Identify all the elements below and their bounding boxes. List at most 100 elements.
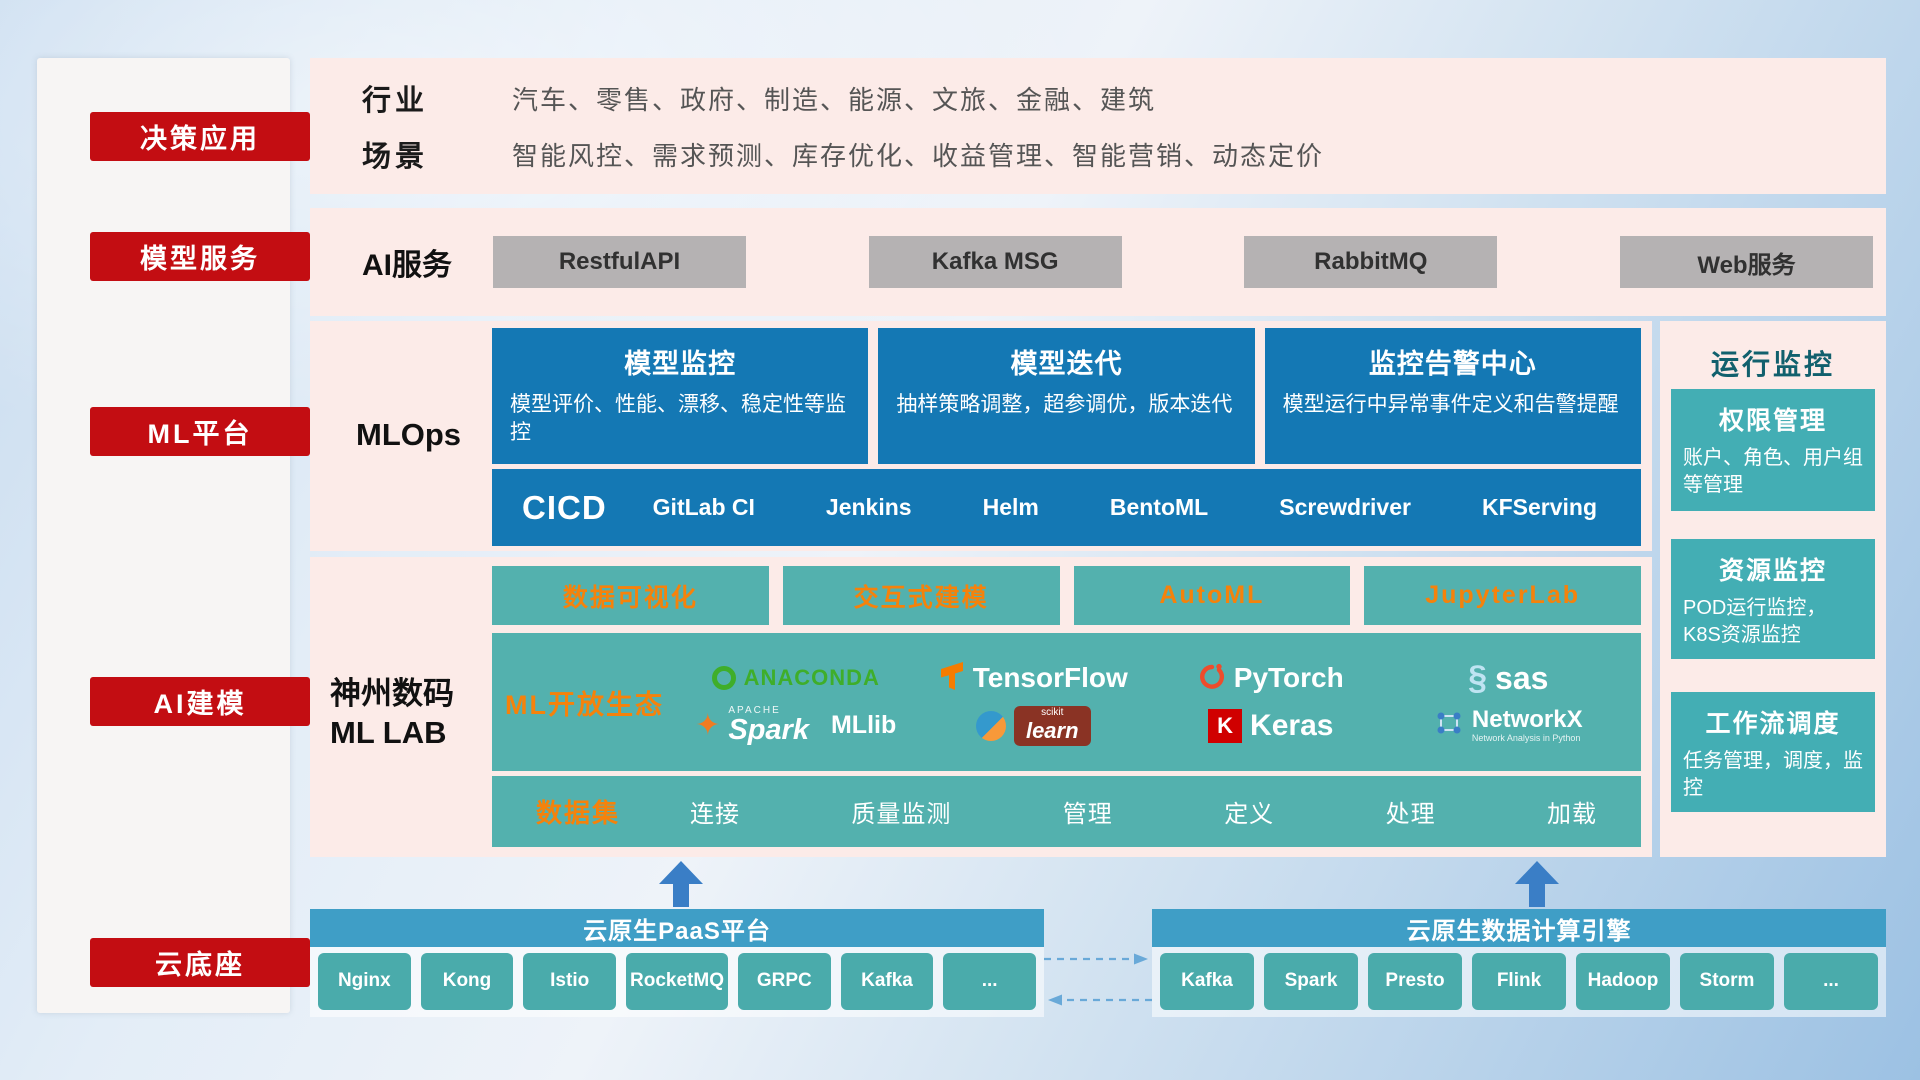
dataset-define: 定义 xyxy=(1224,801,1275,828)
card-desc: 模型评价、性能、漂移、稳定性等监控 xyxy=(510,393,846,445)
spark-star-icon: ✦ xyxy=(695,708,721,742)
engine-chips: Kafka Spark Presto Flink Hadoop Storm ..… xyxy=(1160,953,1878,1010)
service-restfulapi: RestfulAPI xyxy=(493,236,746,288)
dataset-connect: 连接 xyxy=(690,801,741,828)
card-desc: 抽样策略调整，超参调优，版本迭代 xyxy=(896,393,1233,416)
dataset-row: 数据集 连接 质量监测 管理 定义 处理 加载 xyxy=(492,776,1641,847)
operation-monitor-panel: 运行监控 权限管理 账户、角色、用户组等管理 资源监控 POD运行监控，K8S资… xyxy=(1660,321,1886,857)
pytorch-logo: PyTorch xyxy=(1152,662,1390,695)
sas-wordmark: sas xyxy=(1495,659,1549,696)
layer-ml-platform: ML平台 xyxy=(90,407,310,456)
tool-data-visualization: 数据可视化 xyxy=(492,566,769,625)
card-title: 模型迭代 xyxy=(1010,349,1123,379)
pytorch-icon xyxy=(1198,662,1226,695)
chip-spark: Spark xyxy=(1264,953,1358,1010)
up-arrow-paas xyxy=(659,861,703,907)
cicd-jenkins: Jenkins xyxy=(825,494,912,520)
chip-istio: Istio xyxy=(523,953,617,1010)
up-arrow-engine xyxy=(1515,861,1559,907)
scikit-sup-text: scikit xyxy=(1041,706,1064,718)
spark-wordmark: Spark xyxy=(728,714,809,746)
scikit-circle-icon xyxy=(975,710,1006,741)
ml-ecosystem-box: ML开放生态 ANACONDA TensorFlow PyTorch xyxy=(492,633,1641,771)
chip-more: ... xyxy=(943,953,1036,1010)
anaconda-logo: ANACONDA xyxy=(677,665,915,691)
industry-list: 汽车、零售、政府、制造、能源、文旅、金融、建筑 xyxy=(512,84,1157,115)
dataset-quality: 质量监测 xyxy=(851,801,952,828)
cicd-kfserving: KFServing xyxy=(1481,494,1597,520)
mllab-panel: 神州数码 ML LAB 数据可视化 交互式建模 AutoML JupyterLa… xyxy=(310,557,1652,857)
mlops-label: MLOps xyxy=(356,417,462,452)
chip-more: ... xyxy=(1784,953,1878,1010)
arrow-head xyxy=(1515,861,1559,884)
card-title: 模型监控 xyxy=(624,349,737,379)
spark-apache-text: APACHE xyxy=(728,705,781,716)
tensorflow-logo: TensorFlow xyxy=(915,661,1153,695)
cicd-bar: CICD GitLab CI Jenkins Helm BentoML Scre… xyxy=(492,469,1641,546)
chip-flink: Flink xyxy=(1472,953,1566,1010)
card-resource-monitor: 资源监控 POD运行监控，K8S资源监控 xyxy=(1671,539,1875,659)
cicd-bentoml: BentoML xyxy=(1109,494,1209,520)
industry-label: 行业 xyxy=(362,85,429,117)
chip-kafka: Kafka xyxy=(840,953,934,1010)
service-web: Web服务 xyxy=(1619,236,1873,288)
mllab-tools: 数据可视化 交互式建模 AutoML JupyterLab xyxy=(492,566,1641,625)
scene-label: 场景 xyxy=(362,141,429,173)
layer-cloud-base: 云底座 xyxy=(90,938,310,987)
card-model-iteration: 模型迭代 抽样策略调整，超参调优，版本迭代 xyxy=(878,328,1255,464)
layer-ai-modeling: AI建模 xyxy=(90,677,310,726)
networkx-logo: NetworkX Network Analysis in Python xyxy=(1390,706,1628,743)
sas-swirl-icon: § xyxy=(1468,658,1488,697)
tool-interactive-modeling: 交互式建模 xyxy=(782,566,1060,625)
card-desc: 模型运行中异常事件定义和告警提醒 xyxy=(1282,393,1619,416)
tensorflow-icon xyxy=(939,661,965,695)
industry-scene-panel: 行业 汽车、零售、政府、制造、能源、文旅、金融、建筑 场景 智能风控、需求预测、… xyxy=(310,58,1886,194)
engine-header: 云原生数据计算引擎 xyxy=(1152,909,1886,947)
industry-line: 行业 汽车、零售、政府、制造、能源、文旅、金融、建筑 xyxy=(362,77,1886,119)
card-title: 权限管理 xyxy=(1718,407,1827,435)
spark-mllib-logo: ✦ APACHE Spark MLlib xyxy=(677,706,915,745)
chip-rocketmq: RocketMQ xyxy=(626,953,728,1010)
card-title: 资源监控 xyxy=(1718,557,1827,585)
arrow-shaft xyxy=(1529,884,1545,907)
chip-hadoop: Hadoop xyxy=(1576,953,1670,1010)
card-desc: 任务管理，调度，监控 xyxy=(1683,750,1863,799)
paas-header: 云原生PaaS平台 xyxy=(310,909,1044,947)
chip-storm: Storm xyxy=(1680,953,1774,1010)
layer-model-service: 模型服务 xyxy=(90,232,310,281)
dataset-items: 连接 质量监测 管理 定义 处理 加载 xyxy=(690,794,1597,829)
keras-logo: K Keras xyxy=(1152,708,1390,743)
dataset-manage: 管理 xyxy=(1062,801,1113,828)
keras-k-icon: K xyxy=(1208,708,1243,743)
card-permission-mgmt: 权限管理 账户、角色、用户组等管理 xyxy=(1671,389,1875,511)
dataset-process: 处理 xyxy=(1385,801,1436,828)
mllab-label-line1: 神州数码 xyxy=(330,676,454,711)
cicd-gitlab-ci: GitLab CI xyxy=(652,494,755,520)
left-layer-sidebar: 决策应用 模型服务 ML平台 AI建模 云底座 xyxy=(37,58,310,1013)
networkx-graph-icon xyxy=(1434,710,1464,741)
dataset-label: 数据集 xyxy=(536,798,621,828)
networkx-wordmark-group: NetworkX Network Analysis in Python xyxy=(1472,706,1583,743)
service-rabbitmq: RabbitMQ xyxy=(1244,236,1498,288)
keras-wordmark: Keras xyxy=(1250,708,1334,742)
chip-kong: Kong xyxy=(420,953,514,1010)
scikit-learn-logo: scikit learn xyxy=(915,705,1153,746)
ml-ecosystem-logos: ANACONDA TensorFlow PyTorch § sas xyxy=(677,653,1641,752)
paas-chips: Nginx Kong Istio RocketMQ GRPC Kafka ... xyxy=(318,953,1036,1010)
dashed-exchange-arrows xyxy=(1044,953,1152,1006)
spark-wordmark-group: APACHE Spark xyxy=(728,706,809,745)
ai-services-label: AI服务 xyxy=(362,249,452,282)
arrow-shaft xyxy=(673,884,689,907)
scene-line: 场景 智能风控、需求预测、库存优化、收益管理、智能营销、动态定价 xyxy=(362,133,1886,175)
tool-jupyterlab: JupyterLab xyxy=(1364,566,1641,625)
chip-nginx: Nginx xyxy=(318,953,411,1010)
card-workflow-scheduler: 工作流调度 任务管理，调度，监控 xyxy=(1671,692,1875,812)
sas-logo: § sas xyxy=(1390,659,1628,698)
cicd-screwdriver: Screwdriver xyxy=(1279,494,1411,520)
scene-list: 智能风控、需求预测、库存优化、收益管理、智能营销、动态定价 xyxy=(512,140,1325,171)
ai-services-panel: AI服务 RestfulAPI Kafka MSG RabbitMQ Web服务 xyxy=(310,208,1886,316)
card-alert-center: 监控告警中心 模型运行中异常事件定义和告警提醒 xyxy=(1264,328,1641,464)
anaconda-ring-icon xyxy=(711,666,736,690)
operation-monitor-title: 运行监控 xyxy=(1710,349,1835,380)
